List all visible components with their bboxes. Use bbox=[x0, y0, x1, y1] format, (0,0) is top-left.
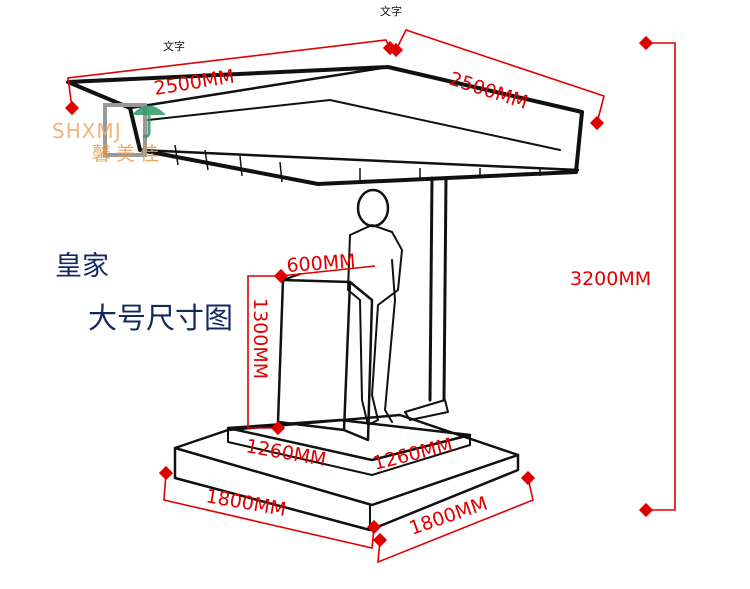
dim-step-right: 1260MM bbox=[371, 434, 455, 475]
title-line1: 皇家 bbox=[55, 251, 109, 282]
note-top-left: 文字 bbox=[163, 39, 185, 53]
dim-height: 3200MM bbox=[570, 268, 651, 290]
dim-base-right: 1800MM bbox=[406, 493, 490, 540]
logo: SHXMJ 馨美佳 bbox=[52, 105, 166, 165]
dim-roof-left: 2500MM bbox=[152, 66, 236, 100]
dim-podium-width: 600MM bbox=[286, 250, 356, 277]
dim-podium-height: 1300MM bbox=[249, 298, 271, 379]
person-figure bbox=[347, 188, 403, 426]
dim-roof-right: 2500MM bbox=[446, 68, 530, 114]
pole bbox=[404, 176, 449, 421]
title-line2: 大号尺寸图 bbox=[88, 301, 233, 335]
logo-chinese: 馨美佳 bbox=[92, 143, 164, 165]
dim-base-left: 1800MM bbox=[204, 485, 288, 521]
note-top-center: 文字 bbox=[380, 4, 402, 18]
logo-latin: SHXMJ bbox=[52, 119, 122, 143]
